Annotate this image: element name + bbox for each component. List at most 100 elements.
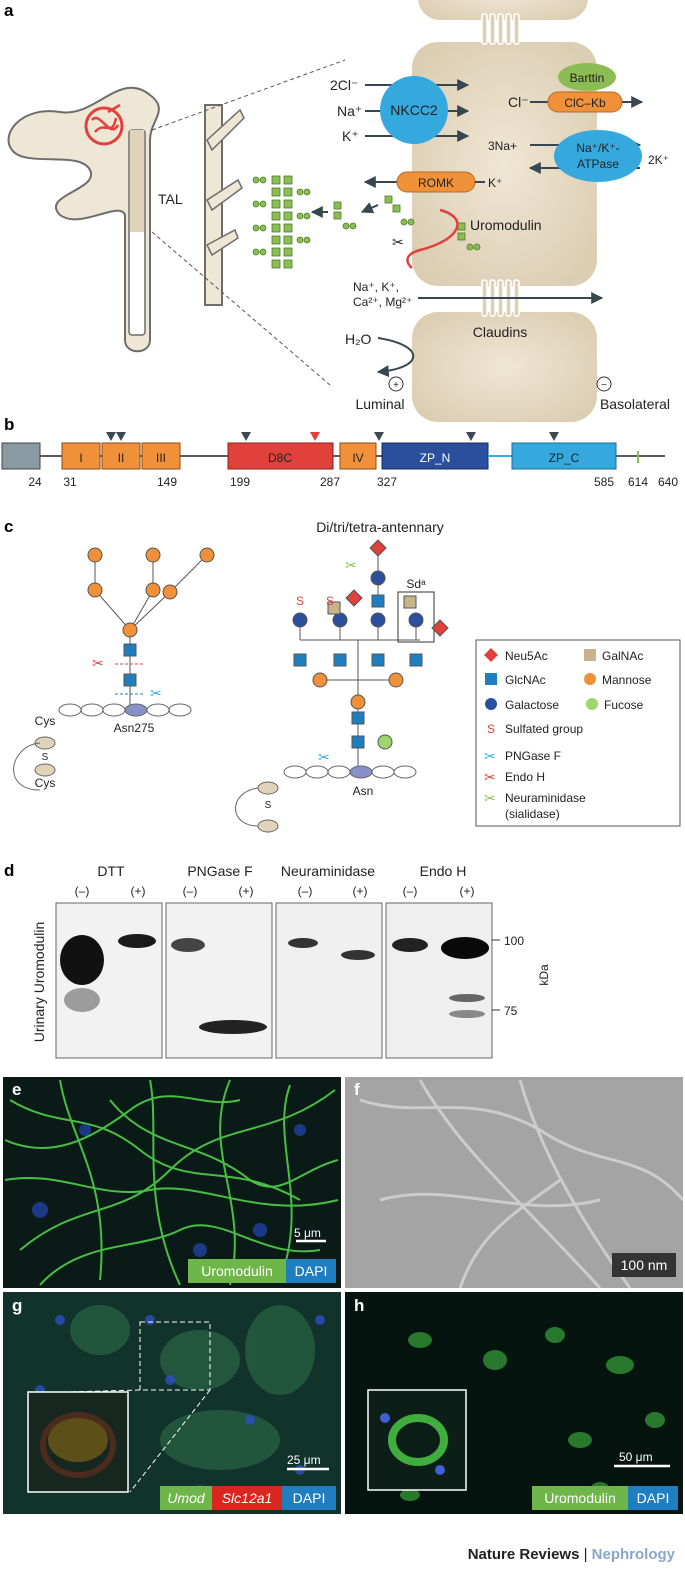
stain-h-uromodulin-label: Uromodulin: [544, 1490, 616, 1506]
scale-f: 100 nm: [621, 1257, 668, 1273]
stain-e-dapi: [286, 1259, 336, 1283]
endoh-plus: (+): [460, 884, 475, 898]
blot-ylabel: Urinary Uromodulin: [31, 922, 47, 1043]
marker-75: 75: [504, 1004, 518, 1018]
panel-e: e 5 μm Uromodulin DAPI: [3, 1077, 341, 1288]
protein-backbone-2: [235, 765, 417, 833]
sda-label: Sdᵃ: [406, 577, 426, 591]
panel-f: f 100 nm: [345, 1077, 685, 1290]
domain-II: [101, 442, 141, 470]
sulfated-s1: S: [296, 594, 304, 608]
scale-e: 5 μm: [294, 1226, 321, 1240]
pngase-minus: (–): [183, 884, 198, 898]
claudins-label: Claudins: [473, 324, 527, 340]
panel-c-label: c: [4, 517, 13, 536]
cys-bottom-label: Cys: [35, 776, 56, 790]
domain-label-D8C: D8C: [268, 451, 292, 465]
inset-h: [367, 1389, 467, 1491]
romk-k: K⁺: [488, 176, 502, 190]
legend-endoh: Endo H: [505, 770, 545, 784]
domain-label-ZP-N: ZP_N: [420, 451, 451, 465]
journal-name: Nature Reviews: [467, 1546, 580, 1563]
panel-f-label: f: [354, 1080, 360, 1099]
pngase-scissors-icon-2: ✂: [318, 749, 330, 765]
treatment-pngase: PNGase F: [187, 863, 252, 879]
glomerulus: [84, 106, 124, 146]
legend-pngase: PNGase F: [505, 749, 561, 763]
endoh-minus: (–): [403, 884, 418, 898]
clckb-channel: [547, 91, 623, 113]
para-ions-1: Na⁺, K⁺,: [353, 280, 399, 294]
footer-separator: |: [579, 1546, 592, 1563]
tight-junction-top: [481, 13, 520, 45]
panel-e-label: e: [12, 1080, 21, 1099]
antennary-title: Di/tri/tetra-antennary: [316, 519, 444, 535]
blot-bands: [60, 934, 489, 1034]
pos-640: 640: [658, 475, 678, 489]
journal-footer: Nature Reviews | Nephrology: [468, 1546, 675, 1563]
protein-backbone-1: [13, 703, 192, 791]
complex-glycan: [292, 539, 449, 768]
asn275-label: Asn275: [114, 721, 155, 735]
treatment-endoh: Endo H: [420, 863, 467, 879]
pos-24: 24: [28, 475, 42, 489]
nephron-drawing: TAL: [7, 59, 346, 386]
endo-h-scissors-icon: ✂: [92, 655, 104, 671]
barttin: [558, 63, 616, 91]
domain-ZP-N: [381, 442, 489, 470]
para-ions-2: Ca²⁺, Mg²⁺: [353, 295, 412, 309]
atpase-line2: ATPase: [577, 157, 619, 171]
domain-label-I: I: [79, 451, 82, 465]
stain-h-uromodulin: [532, 1486, 628, 1510]
domain-label-ZP-C: ZP_C: [549, 451, 580, 465]
h2o-label: H₂O: [345, 331, 372, 347]
na-k-atpase: [554, 130, 642, 182]
panel-g-label: g: [12, 1296, 22, 1315]
legend-galactose: Galactose: [505, 698, 559, 712]
pos-31: 31: [63, 475, 77, 489]
micrograph-f: [345, 1077, 683, 1288]
domain-label-III: III: [156, 451, 166, 465]
stain-g-umod: [160, 1486, 212, 1510]
legend-pngase-icon: ✂: [484, 748, 496, 764]
panel-b-label: b: [4, 415, 14, 434]
blot-neuraminidase: [275, 902, 383, 1059]
na3-label: 3Na+: [488, 139, 517, 153]
domain-IV: [339, 442, 377, 470]
panel-a: a TAL 2Cl⁻ Na⁺ K⁺: [4, 0, 670, 422]
panel-h-label: h: [354, 1296, 364, 1315]
stain-e-uromodulin: [188, 1259, 286, 1283]
pngase-scissors-icon: ✂: [150, 685, 162, 701]
stain-g-dapi-label: DAPI: [293, 1490, 326, 1506]
pos-585: 585: [594, 475, 614, 489]
panel-c: c Di/tri/tetra-antennary ✂ ✂ Cys S Cys A…: [4, 517, 681, 833]
cys-top-label: Cys: [35, 714, 56, 728]
signal-peptide: [1, 442, 41, 470]
scale-g: 25 μm: [287, 1453, 321, 1467]
legend-neuraminidase: Neuraminidase: [505, 791, 586, 805]
atpase-line1: Na⁺/K⁺-: [576, 141, 619, 155]
k2-label: 2K⁺: [648, 153, 669, 167]
nkcc2-label: NKCC2: [390, 102, 438, 118]
legend-neuraminidase-icon: ✂: [484, 790, 496, 806]
pngase-plus: (+): [239, 884, 254, 898]
gpi-anchor: [406, 208, 459, 269]
luminal-label: Luminal: [355, 396, 404, 412]
disulfide-s2: S: [265, 800, 272, 811]
panel-h: h 50 μm Uromodulin DAPI: [345, 1292, 683, 1514]
panel-a-label: a: [4, 1, 14, 20]
tal-segment: [130, 130, 144, 232]
blot-endoh: [385, 902, 493, 1059]
legend-galnac: GalNAc: [602, 649, 643, 663]
stain-h-dapi: [628, 1486, 678, 1510]
legend-fucose: Fucose: [604, 698, 644, 712]
basolateral-sign: −: [601, 380, 607, 391]
pos-199: 199: [230, 475, 250, 489]
neuraminidase-scissors-icon: ✂: [345, 557, 357, 573]
stain-g-umod-label: Umod: [167, 1490, 206, 1506]
stain-g-dapi: [282, 1486, 336, 1510]
neur-minus: (–): [298, 884, 313, 898]
basolateral-label: Basolateral: [600, 396, 670, 412]
treatment-neuraminidase: Neuraminidase: [281, 863, 375, 879]
